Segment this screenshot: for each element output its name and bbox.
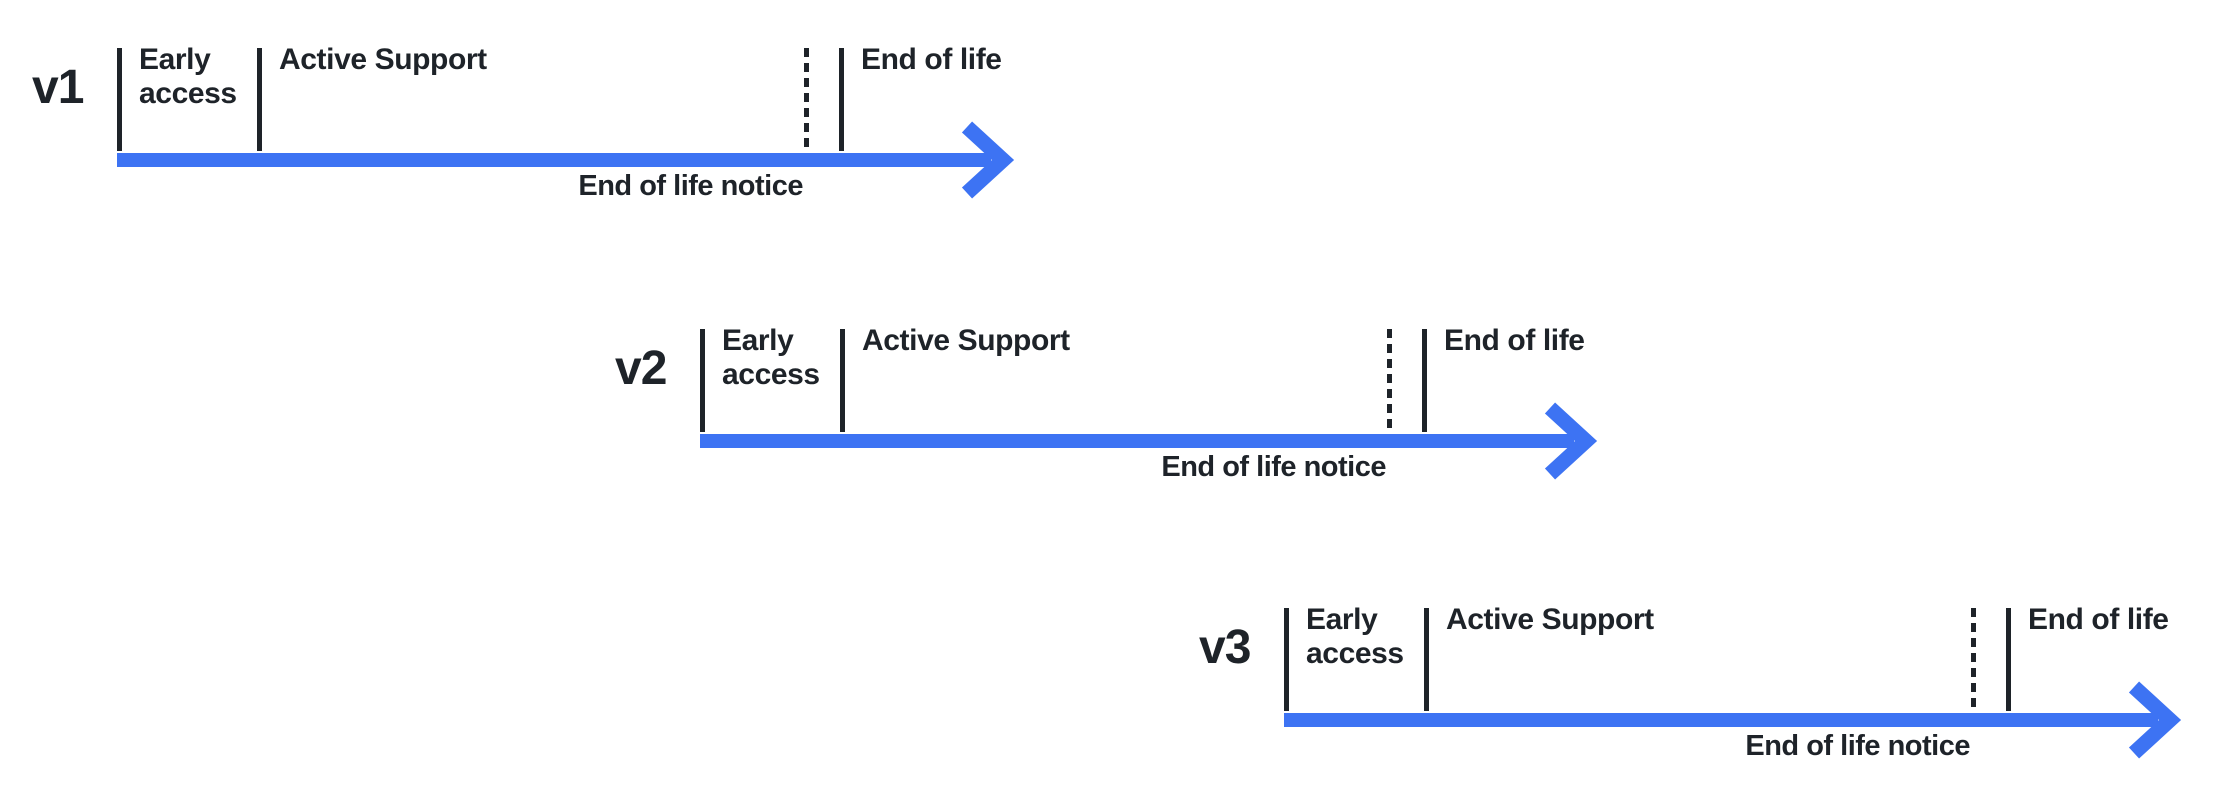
version-label: v3 [1199, 621, 1251, 674]
tick-end-of-life [2005, 608, 2011, 711]
version-label: v2 [615, 342, 667, 395]
tick-active-support [1423, 608, 1429, 711]
arrow-head-icon [1544, 402, 1598, 480]
label-early-access: Early access [139, 43, 237, 110]
tick-end-of-life [838, 48, 844, 151]
label-end-of-life-notice: End of life notice [1161, 451, 1386, 483]
tick-active-support [256, 48, 262, 151]
label-end-of-life-notice: End of life notice [578, 170, 803, 202]
label-early-access: Early access [1306, 603, 1404, 670]
tick-early-access [116, 48, 122, 151]
timeline-arrow [700, 402, 1598, 480]
label-end-of-life: End of life [2028, 603, 2169, 636]
label-active-support: Active Support [862, 324, 1070, 357]
tick-eol-notice-dashed [803, 48, 809, 151]
tick-early-access [699, 329, 705, 432]
timeline-arrow [1284, 681, 2182, 759]
label-active-support: Active Support [279, 43, 487, 76]
tick-eol-notice-dashed [1970, 608, 1976, 711]
label-end-of-life: End of life [1444, 324, 1585, 357]
label-early-access: Early access [722, 324, 820, 391]
timeline-arrow [117, 121, 1015, 199]
tick-early-access [1283, 608, 1289, 711]
tick-eol-notice-dashed [1386, 329, 1392, 432]
label-end-of-life: End of life [861, 43, 1002, 76]
version-label: v1 [32, 61, 84, 114]
label-end-of-life-notice: End of life notice [1745, 730, 1970, 762]
timeline-v2: v2 Early access Active Support End of li… [615, 324, 1822, 494]
arrow-head-icon [961, 121, 1015, 199]
arrow-head-icon [2128, 681, 2182, 759]
label-active-support: Active Support [1446, 603, 1654, 636]
tick-active-support [839, 329, 845, 432]
timeline-v1: v1 Early access Active Support End of li… [32, 43, 1239, 213]
timeline-v3: v3 Early access Active Support End of li… [1199, 603, 2228, 773]
tick-end-of-life [1421, 329, 1427, 432]
